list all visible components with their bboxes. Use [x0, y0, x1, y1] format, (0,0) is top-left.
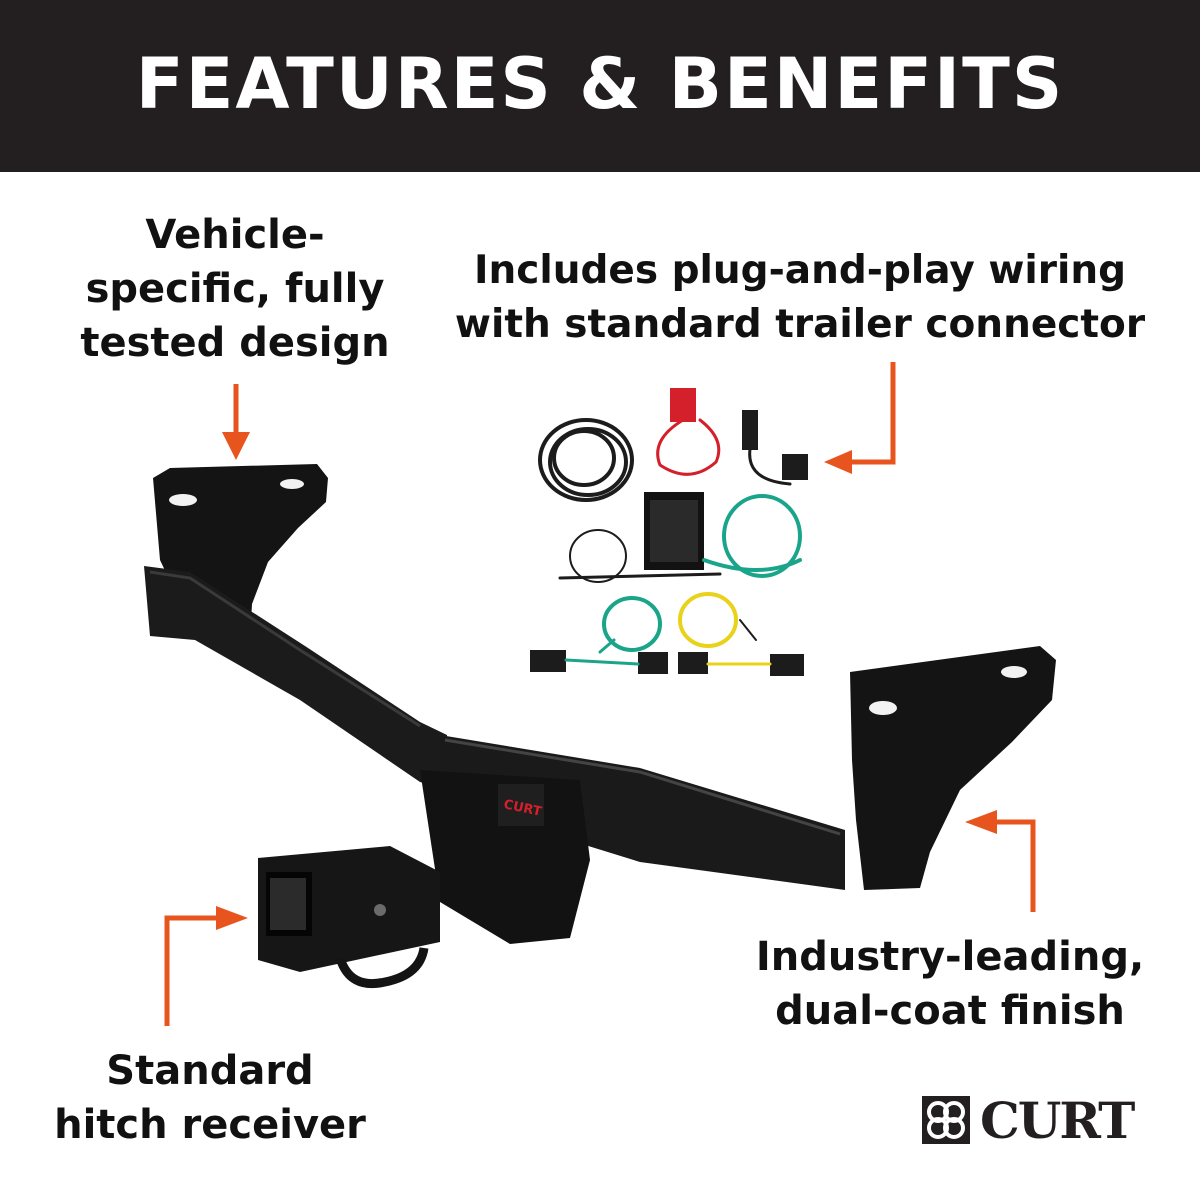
callout-line: with standard trailer connector [454, 302, 1146, 347]
callout-line: hitch receiver [54, 1102, 366, 1148]
callout-standard-receiver: Standard hitch receiver [30, 1044, 390, 1152]
trailer-hitch: CURT [144, 464, 1056, 988]
right-arrow-icon [164, 915, 220, 1026]
left-arrow-icon [993, 819, 1036, 912]
callout-line: Vehicle- [145, 212, 325, 258]
callout-line: Industry-leading, [755, 934, 1145, 980]
callout-wiring: Includes plug-and-play wiring with stand… [430, 244, 1170, 352]
curt-logo-mark-icon [922, 1096, 970, 1144]
callout-line: Standard [106, 1048, 314, 1094]
callout-dual-coat-finish: Industry-leading, dual-coat finish [740, 930, 1160, 1038]
wiring-kit [530, 388, 808, 676]
callout-line: Includes plug-and-play wiring [473, 248, 1127, 293]
brand-logo: CURT [920, 1090, 1135, 1150]
callout-arrows [164, 362, 1036, 1026]
callout-line: specific, fully [85, 266, 385, 312]
callout-line: dual-coat finish [775, 988, 1125, 1034]
brand-name: CURT [980, 1090, 1135, 1150]
callout-line: tested design [80, 320, 390, 366]
callout-vehicle-specific-design: Vehicle- specific, fully tested design [60, 208, 410, 370]
left-arrow-icon [848, 362, 896, 465]
page-title: FEATURES & BENEFITS [135, 43, 1065, 125]
header-banner: FEATURES & BENEFITS [0, 0, 1200, 172]
